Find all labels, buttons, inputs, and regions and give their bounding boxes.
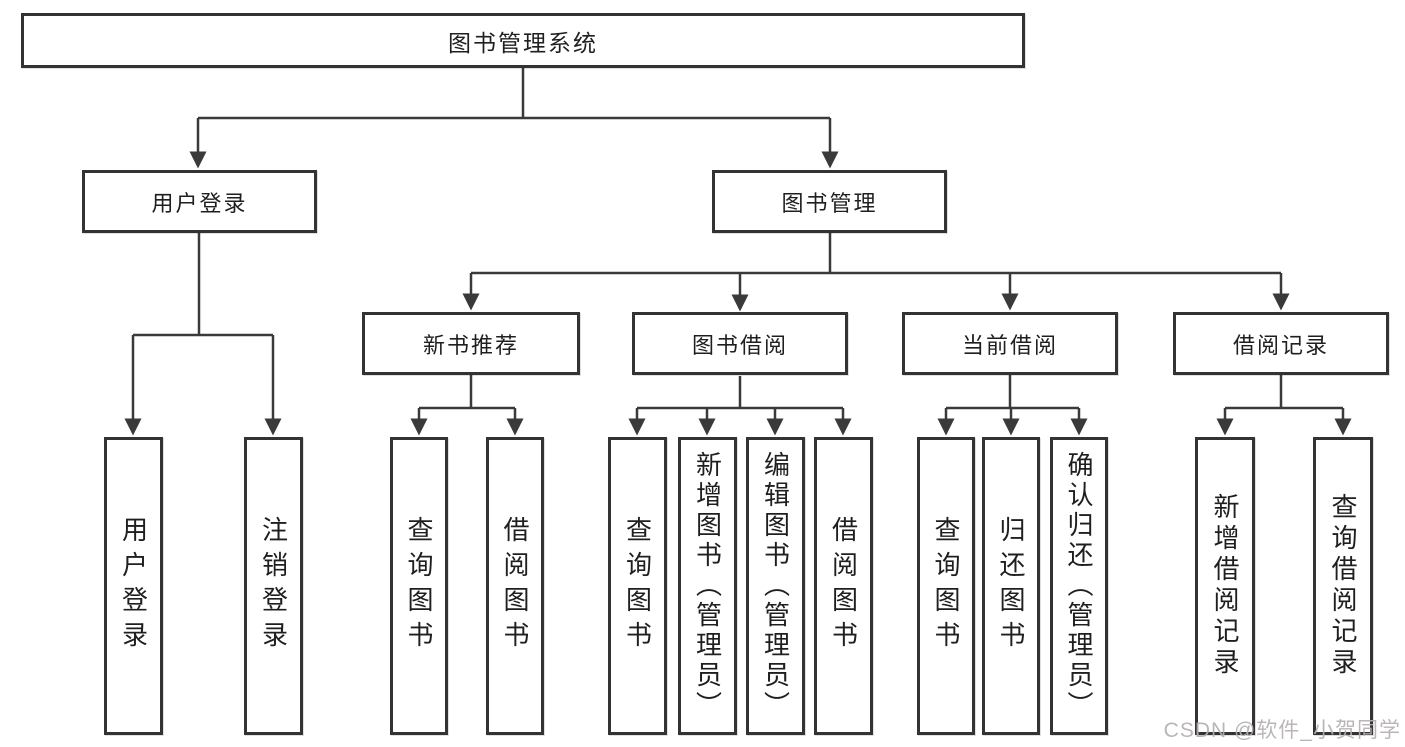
node-edit-books-admin: 编辑图书（管理员） [746,437,805,735]
node-label: 查询图书 [404,516,434,656]
node-confirm-return-admin: 确认归还（管理员） [1050,437,1108,735]
node-label: 编辑图书（管理员） [760,451,791,721]
node-logout-leaf: 注销登录 [244,437,303,735]
node-label: 新增图书（管理员） [692,451,723,721]
node-book-management: 图书管理 [712,170,947,233]
node-label: 确认归还（管理员） [1064,451,1094,721]
node-label: 查询图书 [622,516,653,656]
node-borrow-books-recommend: 借阅图书 [486,437,544,735]
node-label: 借阅图书 [828,516,859,656]
node-query-books-borrow: 查询图书 [608,437,667,735]
node-borrow-books-borrow: 借阅图书 [814,437,873,735]
node-new-book-recommendation: 新书推荐 [362,312,580,375]
node-label: 查询图书 [931,516,961,656]
node-label: 用户登录 [118,516,149,656]
node-return-books: 归还图书 [982,437,1040,735]
node-user-login-leaf: 用户登录 [104,437,163,735]
node-label: 注销登录 [258,516,289,656]
node-current-borrowing: 当前借阅 [902,312,1118,375]
node-label: 新增借阅记录 [1210,493,1240,679]
watermark-csdn: CSDN @软件_小贺同学 [1163,719,1401,742]
node-label: 借阅图书 [500,516,530,656]
node-query-books-recommend: 查询图书 [390,437,448,735]
node-add-books-admin: 新增图书（管理员） [678,437,737,735]
node-add-borrow-record: 新增借阅记录 [1195,437,1255,735]
node-book-borrowing: 图书借阅 [632,312,848,375]
node-query-books-current: 查询图书 [917,437,975,735]
node-label: 归还图书 [996,516,1026,656]
node-user-login: 用户登录 [82,170,317,233]
node-query-borrow-record: 查询借阅记录 [1313,437,1373,735]
node-library-management-system: 图书管理系统 [21,13,1025,68]
node-label: 查询借阅记录 [1328,493,1358,679]
node-borrowing-records: 借阅记录 [1173,312,1389,375]
